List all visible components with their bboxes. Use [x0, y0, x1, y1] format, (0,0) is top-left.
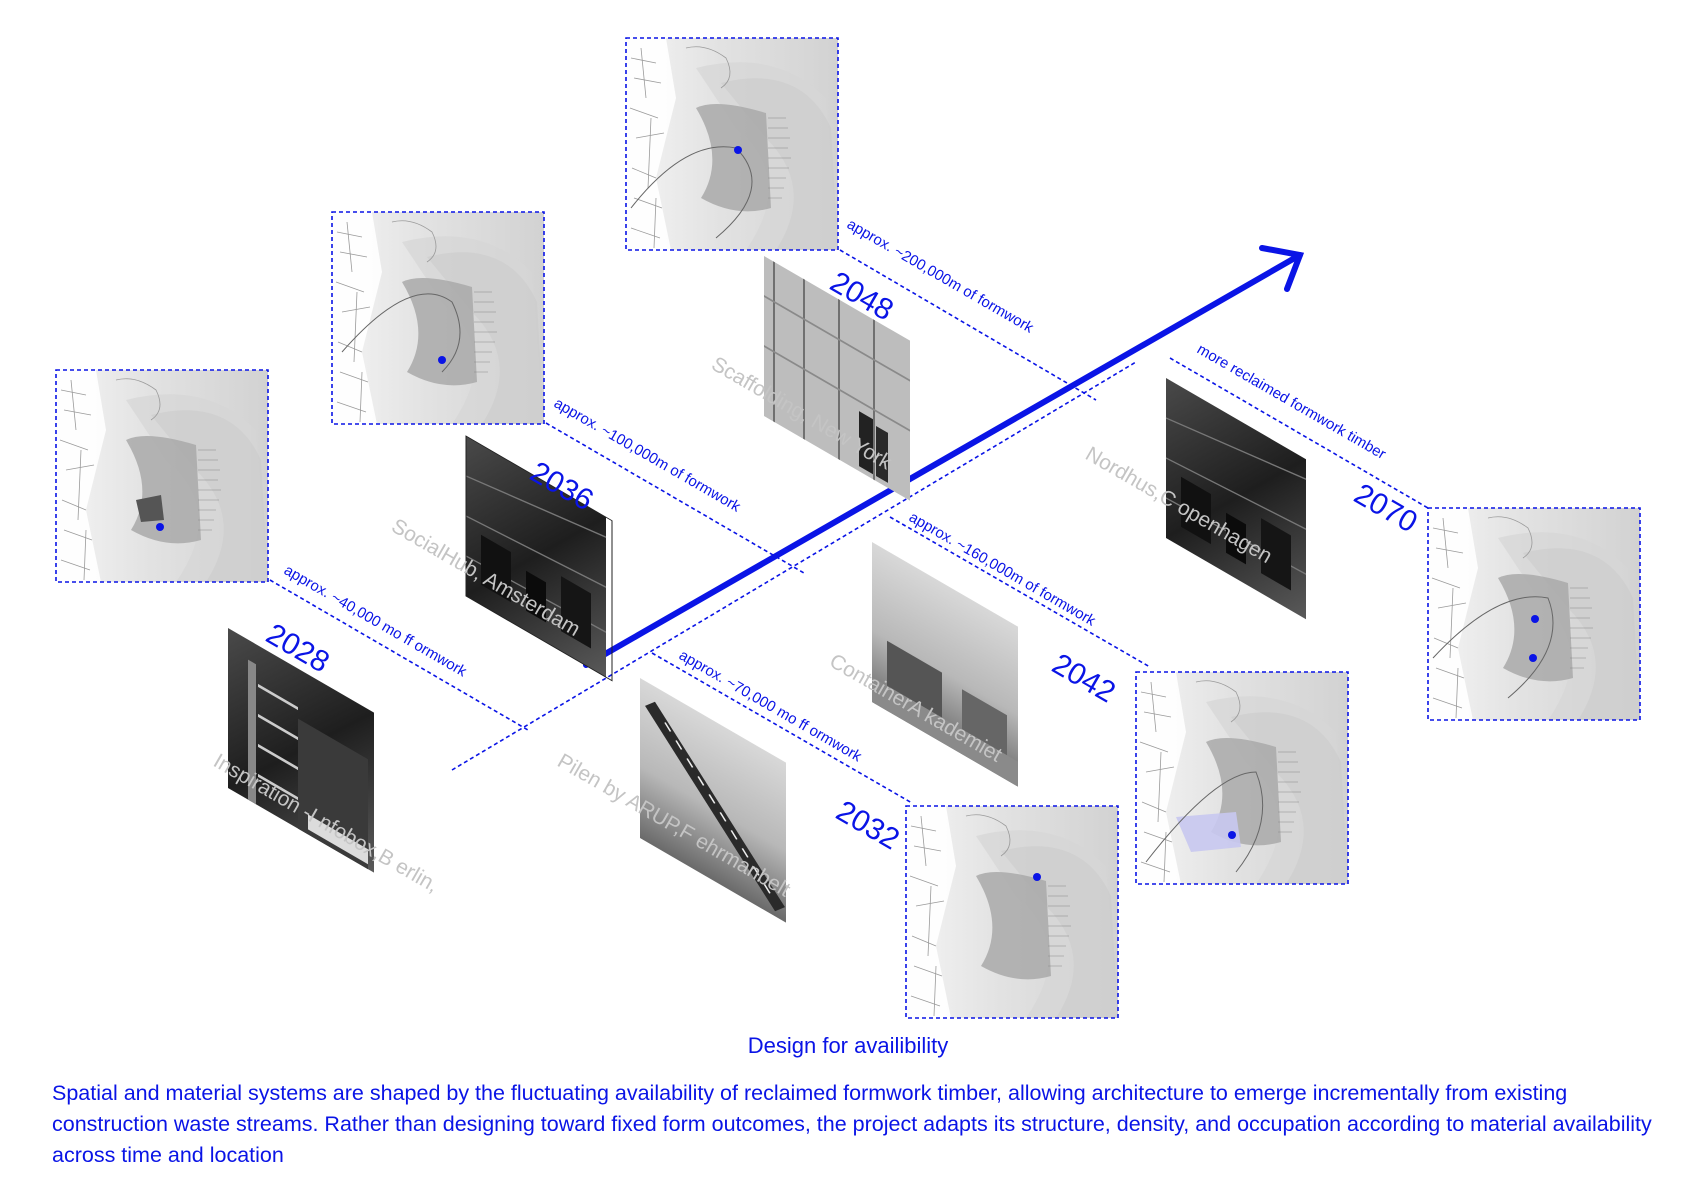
time-arrow-icon: [583, 245, 1305, 668]
connector-2036: [545, 422, 805, 574]
photo-2028: [228, 628, 374, 873]
connector-2070: [1169, 357, 1429, 509]
description-paragraph: Spatial and material systems are shaped …: [52, 1081, 1652, 1167]
photo-2036: [465, 435, 613, 682]
connector-2042: [889, 516, 1151, 668]
map-tile-2048: [625, 37, 839, 251]
year-label-2032: 2032: [831, 794, 905, 856]
photo-2048: [764, 256, 910, 501]
connector-2032: [651, 652, 913, 804]
photo-2042: [872, 542, 1018, 787]
map-tile-2036: [331, 211, 545, 425]
connector-2028: [269, 579, 529, 731]
map-tile-2032: [905, 805, 1119, 1019]
connector-2048: [839, 249, 1097, 401]
map-tile-2070: [1427, 507, 1641, 721]
year-label-2042: 2042: [1047, 647, 1121, 709]
map-tile-2042: [1135, 671, 1349, 885]
photo-2032: [640, 678, 786, 923]
year-label-2070: 2070: [1349, 477, 1423, 539]
map-tile-2028: [55, 369, 269, 583]
diagram-caption: Design for availibility: [747, 1033, 949, 1058]
